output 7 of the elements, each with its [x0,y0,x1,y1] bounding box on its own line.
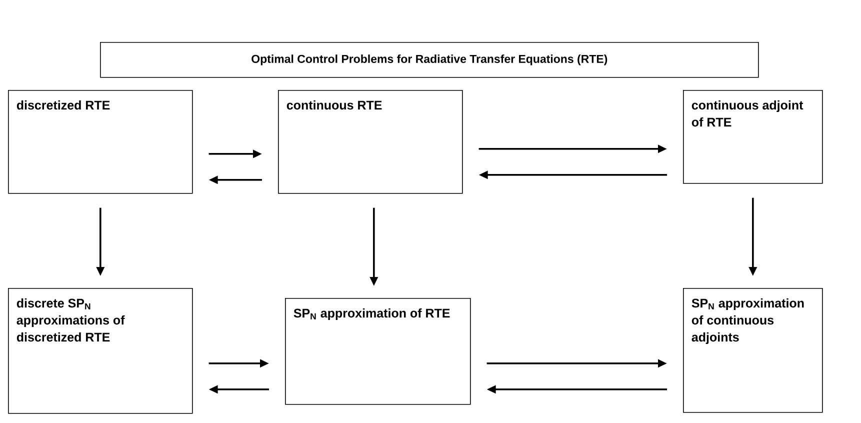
title-box: Optimal Control Problems for Radiative Transfer Equations (RTE) [100,42,759,78]
process-box: continuous adjoint of RTE [683,90,823,184]
process-box: discretized RTE [8,90,193,194]
process-box: continuous RTE [278,90,463,194]
process-box: SP$_{N}$ approximation of RTE [285,298,471,405]
process-box: SP$_{N}$ approximation of continuous adjoints [683,288,823,413]
process-box: discrete SP$_{N}$ approximations of discretized RTE [8,288,193,414]
